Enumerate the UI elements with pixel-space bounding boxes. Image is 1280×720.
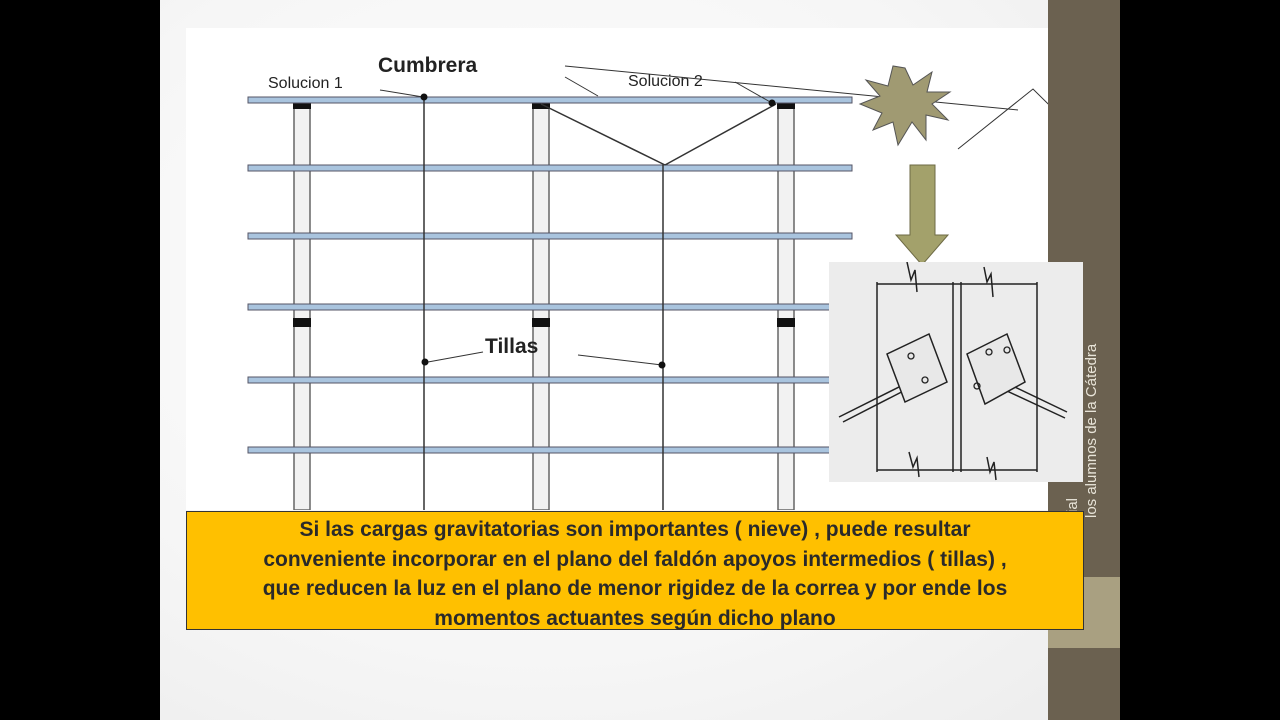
purlin: [247, 303, 853, 311]
starburst-icon: [858, 65, 952, 147]
callout-line: momentos actuantes según dicho plano: [434, 606, 836, 630]
sidebar-vertical-text: los alumnos de la Cátedra: [1083, 343, 1100, 518]
purlin: [247, 376, 853, 384]
callout-line: Si las cargas gravitatorias son importan…: [299, 518, 971, 541]
explanation-callout: Si las cargas gravitatorias son importan…: [186, 511, 1084, 630]
column-cap: [532, 102, 550, 109]
solution-2-label: Solucion 2: [628, 73, 703, 90]
purlin: [247, 232, 853, 240]
purlin: [247, 96, 853, 104]
column-cap: [293, 102, 311, 109]
connection-detail-image: [829, 261, 1083, 482]
tie-rods: [423, 97, 777, 510]
column-joint: [293, 318, 311, 327]
callout-line: conveniente incorporar en el plano del f…: [263, 547, 1007, 571]
connection-detail-sketch: [838, 261, 1068, 481]
arrow-down-icon: [894, 164, 950, 266]
column-joint: [532, 318, 550, 327]
cumbrera-label: Cumbrera: [378, 54, 478, 77]
callout-line: que reducen la luz en el plano de menor …: [262, 577, 1008, 600]
tillas-label: Tillas: [485, 335, 538, 358]
purlin: [247, 164, 853, 172]
purlin: [247, 446, 853, 454]
column-cap: [777, 102, 795, 109]
column-joint: [777, 318, 795, 327]
solution-1-label: Solucion 1: [268, 75, 343, 92]
purlin-diagram-svg: Cumbrera Solucion 1 Solucion 2 Tillas: [247, 54, 1048, 510]
leader-lines: [379, 65, 1048, 366]
